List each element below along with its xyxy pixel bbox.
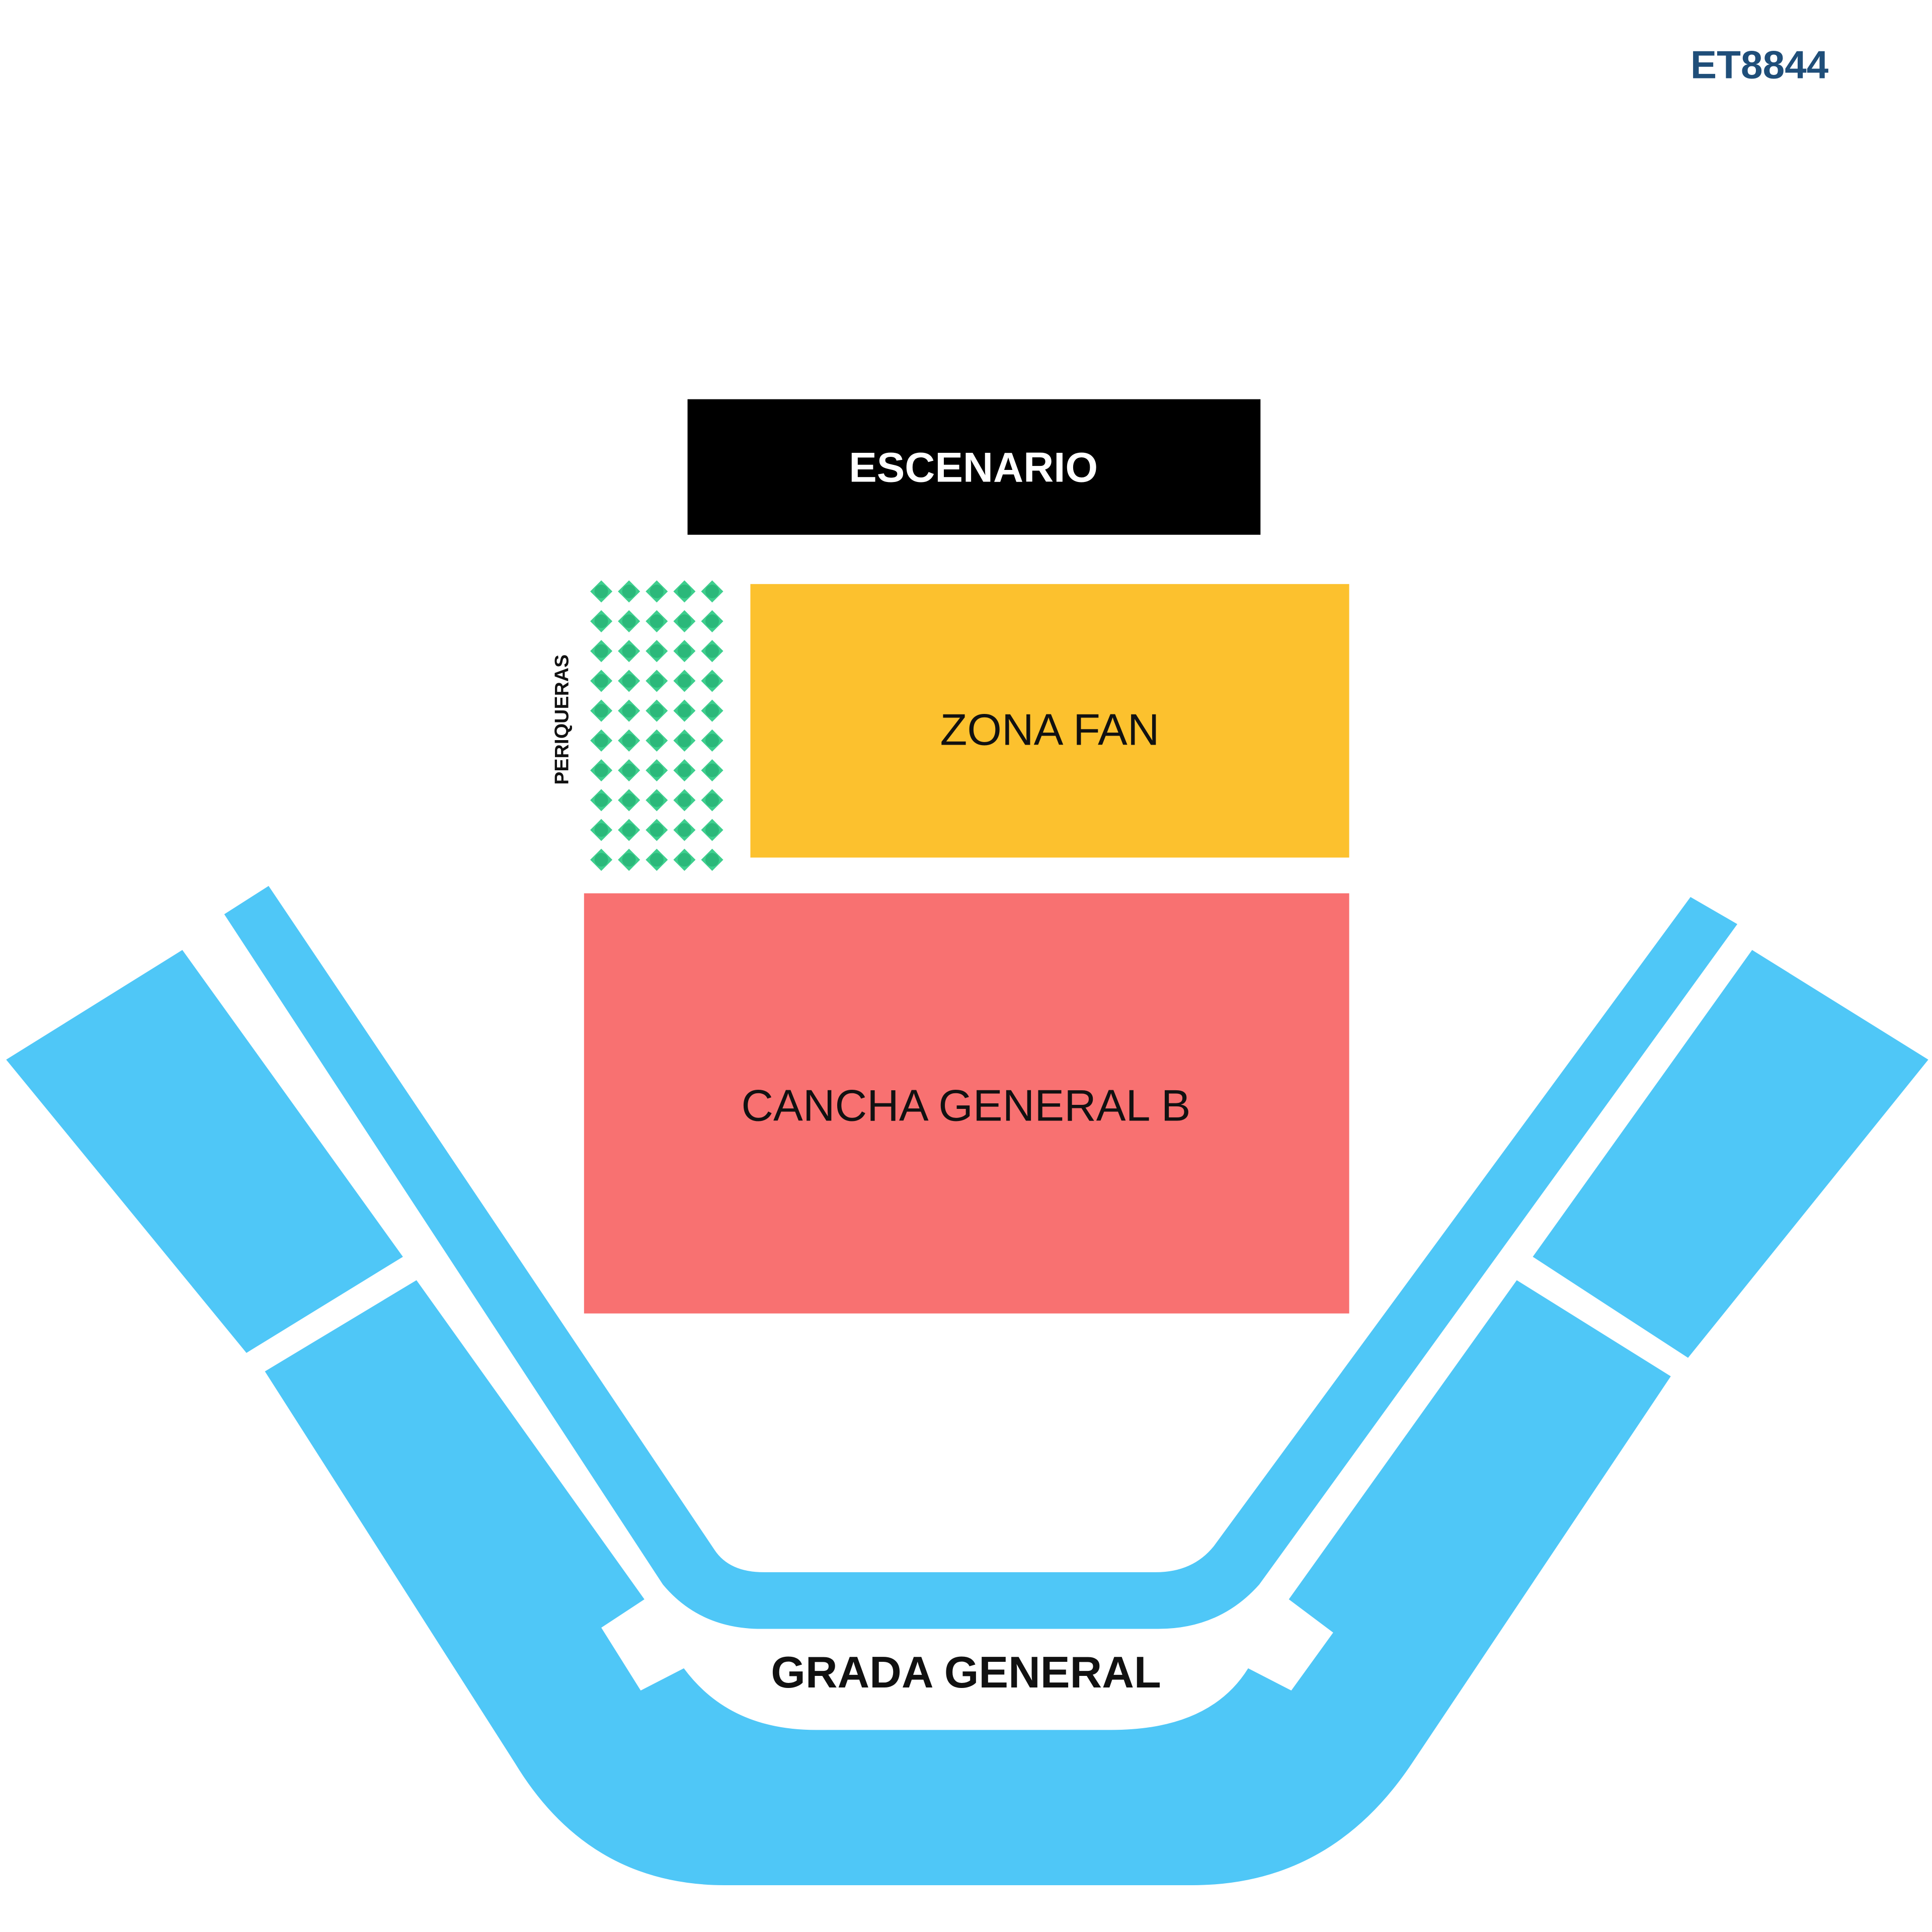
periquera-table-top bbox=[622, 763, 636, 777]
periquera-table-top bbox=[622, 734, 636, 748]
periquera-table-top bbox=[650, 674, 664, 688]
periquera-table-top bbox=[622, 644, 636, 658]
periquera-table-top bbox=[705, 614, 719, 628]
section-grada-general-label: GRADA GENERAL bbox=[771, 1647, 1161, 1697]
periquera-table-top bbox=[594, 763, 608, 777]
periquera-table-top bbox=[677, 734, 691, 748]
periquera-table-top bbox=[677, 704, 691, 718]
section-periqueras-label: PERIQUERAS bbox=[551, 655, 573, 785]
periquera-table-top bbox=[677, 585, 691, 598]
periquera-table-top bbox=[705, 793, 719, 807]
periquera-table-top bbox=[677, 674, 691, 688]
periquera-table-top bbox=[650, 614, 664, 628]
periquera-table-top bbox=[677, 853, 691, 867]
periquera-table-top bbox=[705, 823, 719, 837]
periquera-table-top bbox=[622, 704, 636, 718]
periquera-table-top bbox=[705, 853, 719, 867]
periquera-table-top bbox=[650, 763, 664, 777]
periquera-table-top bbox=[705, 763, 719, 777]
periquera-table-top bbox=[622, 853, 636, 867]
grada-left-upper-block[interactable] bbox=[6, 950, 403, 1353]
periquera-table-top bbox=[677, 793, 691, 807]
periquera-table-top bbox=[622, 674, 636, 688]
stage-label: ESCENARIO bbox=[849, 444, 1098, 491]
periquera-table-top bbox=[705, 674, 719, 688]
periquera-table-top bbox=[622, 793, 636, 807]
periquera-table-top bbox=[594, 674, 608, 688]
periquera-table-top bbox=[650, 793, 664, 807]
periquera-table-top bbox=[705, 644, 719, 658]
periquera-table-top bbox=[705, 704, 719, 718]
section-cancha-general-b-label: CANCHA GENERAL B bbox=[741, 1080, 1190, 1130]
periquera-table-top bbox=[594, 585, 608, 598]
periquera-table-top bbox=[622, 585, 636, 598]
section-periqueras[interactable] bbox=[590, 580, 723, 871]
periquera-table-top bbox=[622, 614, 636, 628]
periquera-table-top bbox=[594, 734, 608, 748]
section-zona-fan[interactable] bbox=[750, 584, 1349, 858]
periquera-table-top bbox=[594, 614, 608, 628]
section-zona-fan-label: ZONA FAN bbox=[940, 704, 1160, 754]
periquera-table-top bbox=[650, 734, 664, 748]
periquera-table-top bbox=[677, 763, 691, 777]
periquera-table-top bbox=[594, 853, 608, 867]
periquera-table-top bbox=[594, 704, 608, 718]
periquera-table-top bbox=[622, 823, 636, 837]
section-cancha-general-b[interactable] bbox=[584, 893, 1349, 1314]
periquera-table-top bbox=[650, 704, 664, 718]
periquera-table-top bbox=[650, 823, 664, 837]
periquera-table-top bbox=[677, 614, 691, 628]
periquera-table-top bbox=[650, 644, 664, 658]
grada-left-inner-strip[interactable] bbox=[224, 886, 1738, 1629]
map-code: ET8844 bbox=[1691, 42, 1829, 87]
periquera-table-top bbox=[677, 823, 691, 837]
periquera-table-top bbox=[594, 823, 608, 837]
grada-left-lower-block[interactable] bbox=[265, 1280, 1671, 1885]
stage-area[interactable] bbox=[687, 399, 1261, 535]
section-grada-general[interactable] bbox=[6, 886, 1928, 1885]
periquera-table-top bbox=[594, 644, 608, 658]
periquera-table-top bbox=[594, 793, 608, 807]
grada-right-upper-block[interactable] bbox=[1533, 950, 1928, 1358]
periquera-table-top bbox=[705, 585, 719, 598]
periquera-table-top bbox=[650, 585, 664, 598]
periquera-table-top bbox=[677, 644, 691, 658]
periquera-table-top bbox=[705, 734, 719, 748]
periquera-table-top bbox=[650, 853, 664, 867]
